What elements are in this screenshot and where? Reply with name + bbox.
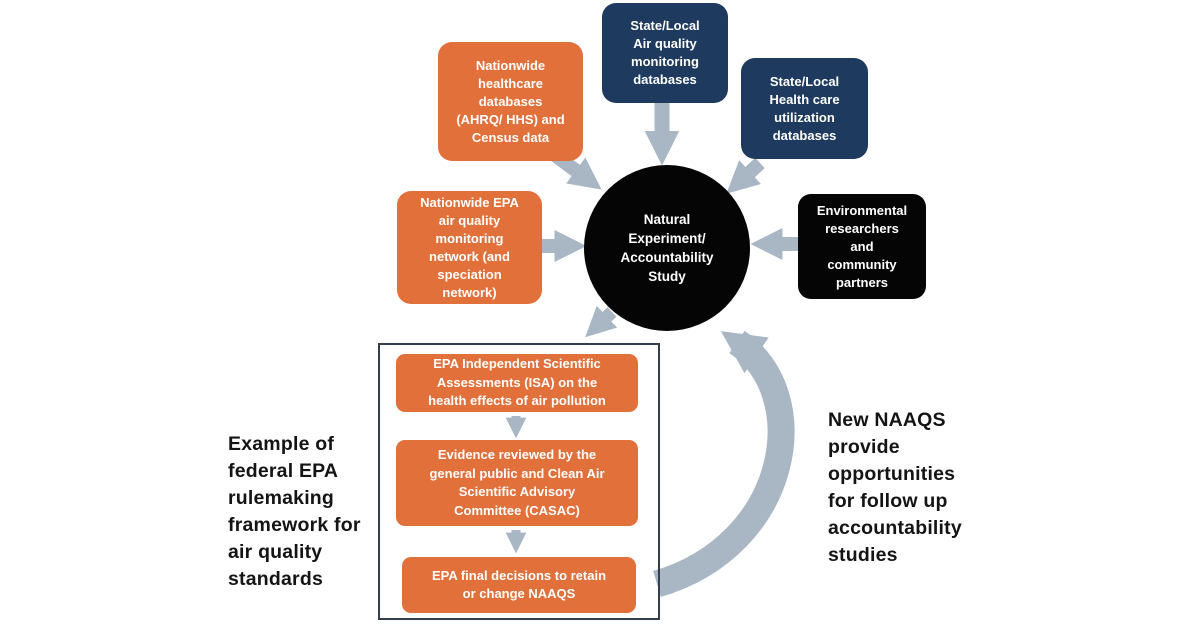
caption-new-naaqs: New NAAQS provide opportunities for foll… xyxy=(828,380,993,569)
node-epa-monitoring-network-label: Nationwide EPA air quality monitoring ne… xyxy=(420,194,519,300)
node-healthcare-databases-label: Nationwide healthcare databases (AHRQ/ H… xyxy=(456,57,565,145)
node-health-care-utilization-databases-label: State/Local Health care utilization data… xyxy=(769,73,840,143)
rulemaking-framework-frame xyxy=(378,343,660,620)
node-health-care-utilization-databases: State/Local Health care utilization data… xyxy=(741,58,868,159)
caption-new-naaqs-label: New NAAQS provide opportunities for foll… xyxy=(828,409,962,566)
step-isa-assessments-label: EPA Independent Scientific Assessments (… xyxy=(428,356,606,409)
node-environmental-researchers-label: Environmental researchers and community … xyxy=(816,202,908,290)
arrow-naaqs-feedback-curve xyxy=(652,330,795,597)
step-casac-review-label: Evidence reviewed by the general public … xyxy=(429,447,605,518)
step-isa-assessments: EPA Independent Scientific Assessments (… xyxy=(396,354,638,412)
node-environmental-researchers: Environmental researchers and community … xyxy=(798,194,926,299)
arrow-health-utilization-to-study xyxy=(726,157,765,194)
step-naaqs-decision: EPA final decisions to retain or change … xyxy=(402,557,636,613)
node-healthcare-databases: Nationwide healthcare databases (AHRQ/ H… xyxy=(438,42,583,161)
node-study-circle: Natural Experiment/ Accountability Study xyxy=(584,165,750,331)
arrow-study-to-framework xyxy=(585,305,618,338)
node-air-quality-monitoring-databases: State/Local Air quality monitoring datab… xyxy=(602,3,728,103)
caption-framework: Example of federal EPA rulemaking framew… xyxy=(228,404,388,593)
step-naaqs-decision-label: EPA final decisions to retain or change … xyxy=(431,567,607,602)
node-air-quality-monitoring-databases-label: State/Local Air quality monitoring datab… xyxy=(630,18,700,87)
node-epa-monitoring-network: Nationwide EPA air quality monitoring ne… xyxy=(397,191,542,304)
step-casac-review: Evidence reviewed by the general public … xyxy=(396,440,638,526)
caption-framework-label: Example of federal EPA rulemaking framew… xyxy=(228,433,361,590)
node-study-circle-label: Natural Experiment/ Accountability Study xyxy=(620,212,714,284)
